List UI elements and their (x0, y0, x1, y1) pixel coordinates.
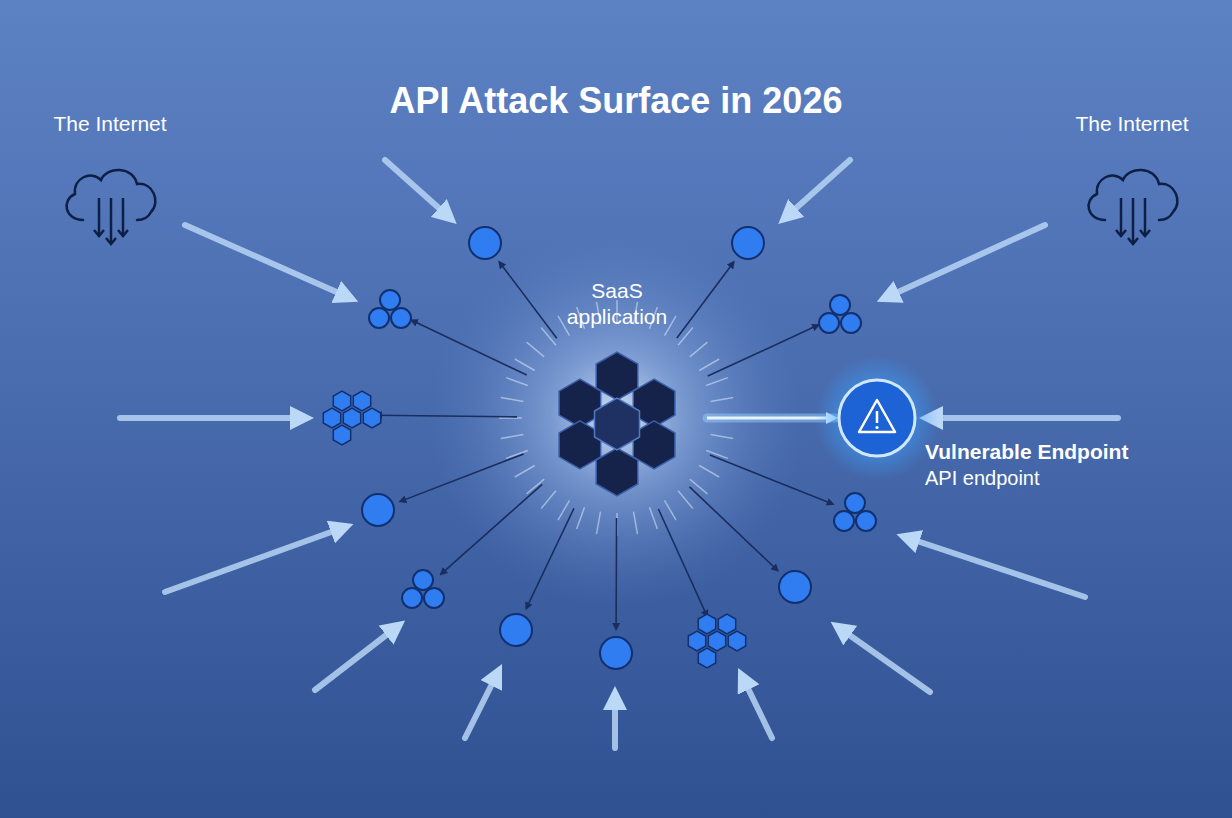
endpoint-circle (732, 227, 764, 259)
outgoing-line (677, 262, 734, 338)
glow-ray (506, 378, 528, 386)
outgoing-line (708, 325, 818, 376)
cloud-icon (55, 158, 165, 253)
service-hex (333, 425, 350, 445)
endpoint-subtitle: API endpoint (925, 467, 1128, 490)
hex-cluster (527, 337, 707, 512)
hub-hex (596, 352, 638, 400)
glow-ray (577, 507, 585, 529)
outgoing-line (376, 415, 517, 417)
incoming-arrow (785, 160, 850, 218)
incoming-arrow (120, 415, 305, 421)
service-hex (353, 391, 370, 411)
service-hex (323, 408, 340, 428)
endpoint-cluster (391, 308, 411, 328)
endpoint-cluster (845, 493, 865, 513)
glow-ray (558, 500, 570, 520)
service-hex (728, 631, 745, 651)
endpoint-cluster (380, 290, 400, 310)
glow-ray (597, 512, 601, 535)
internet-cloud: The Internet (1052, 112, 1212, 253)
internet-label: The Internet (1052, 112, 1212, 136)
hub-hex (596, 448, 638, 496)
glow-ray (541, 491, 556, 509)
service-hex (698, 614, 715, 634)
glow-ray (699, 466, 719, 478)
outgoing-line (400, 454, 523, 501)
endpoint-cluster (413, 570, 433, 590)
incoming-arrow (465, 672, 498, 738)
outgoing-line (710, 455, 833, 504)
endpoint-circle (469, 227, 501, 259)
service-hex (363, 408, 380, 428)
incoming-arrow (928, 415, 1118, 421)
glow-ray (690, 342, 708, 357)
vulnerable-endpoint: Vulnerable EndpointAPI endpoint (835, 378, 1165, 498)
endpoint-cluster (402, 588, 422, 608)
internet-label: The Internet (30, 112, 190, 136)
incoming-arrow (885, 225, 1045, 298)
outgoing-line (412, 320, 527, 375)
glow-ray (699, 359, 719, 371)
glow-ray (711, 434, 734, 438)
hub-label: SaaS application (562, 278, 672, 331)
glow-ray (665, 500, 677, 520)
glow-ray (678, 328, 693, 346)
internet-cloud: The Internet (30, 112, 190, 253)
incoming-arrow (838, 627, 930, 692)
incoming-arrow (165, 527, 345, 592)
endpoint-cluster (424, 588, 444, 608)
saas-hub: SaaS application (527, 278, 707, 512)
glow-ray (527, 342, 545, 357)
endpoint-cluster (830, 295, 850, 315)
endpoint-circle (600, 637, 632, 669)
glow-ray (711, 398, 734, 402)
incoming-arrow (612, 695, 618, 748)
endpoint-heading: Vulnerable Endpoint (925, 440, 1128, 464)
glow-ray (541, 328, 556, 346)
glow-ray (649, 507, 657, 529)
service-hex (688, 631, 705, 651)
service-hex (708, 631, 725, 651)
outgoing-line (658, 509, 707, 616)
glow-ray (515, 359, 535, 371)
endpoint-circle (779, 571, 811, 603)
glow-ray (678, 491, 693, 509)
cloud-icon (1077, 158, 1187, 253)
incoming-arrow (315, 626, 398, 690)
warning-circle (835, 376, 919, 460)
service-hex (718, 614, 735, 634)
endpoint-circle (500, 614, 532, 646)
incoming-arrow (185, 225, 350, 298)
glow-ray (706, 378, 728, 386)
endpoint-cluster (841, 313, 861, 333)
incoming-arrow (742, 676, 772, 738)
outgoing-line (690, 487, 778, 571)
service-hex (333, 391, 350, 411)
endpoint-text: Vulnerable EndpointAPI endpoint (925, 440, 1128, 490)
endpoint-cluster (369, 308, 389, 328)
outgoing-line (615, 518, 617, 629)
endpoint-cluster (856, 511, 876, 531)
glow-ray (690, 479, 708, 494)
outgoing-line (526, 508, 574, 608)
diagram-title: API Attack Surface in 2026 (0, 80, 1232, 122)
glow-ray (633, 512, 637, 535)
glow-ray (501, 434, 524, 438)
endpoint-circle (362, 494, 394, 526)
glow-ray (515, 466, 535, 478)
incoming-arrow (385, 160, 450, 218)
outgoing-line (441, 484, 542, 574)
service-hex (343, 408, 360, 428)
endpoint-cluster (819, 313, 839, 333)
outgoing-line (499, 262, 556, 338)
endpoint-cluster (834, 511, 854, 531)
service-hex (698, 648, 715, 668)
incoming-arrow (905, 537, 1085, 597)
hub-core-hex (595, 398, 640, 450)
glow-ray (501, 398, 524, 402)
glow-ray (527, 479, 545, 494)
